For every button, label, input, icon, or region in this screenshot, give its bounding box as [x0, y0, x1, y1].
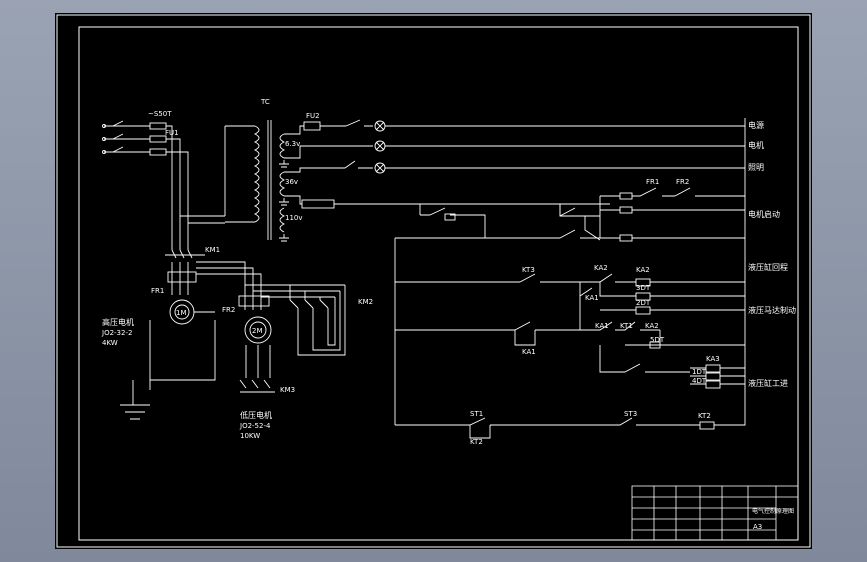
- label-motor2-power: 10KW: [240, 432, 260, 440]
- row-label-motor-start: 电机启动: [748, 209, 780, 219]
- label-ka2b: KA2: [636, 266, 650, 274]
- label-motor1-name: 高压电机: [102, 317, 134, 327]
- sheet-background: [55, 13, 812, 549]
- label-kt2: KT2: [470, 438, 483, 446]
- row-label-cylinder-feed: 液压缸工进: [748, 378, 788, 388]
- row-label-motor-brake: 液压马达制动: [748, 305, 796, 315]
- label-ka1c: KA1: [522, 348, 536, 356]
- label-1dt: 1DT: [692, 368, 707, 376]
- label-ka2: KA2: [594, 264, 608, 272]
- label-breaker: ~S50T: [148, 110, 172, 118]
- label-km2: KM2: [358, 298, 373, 306]
- label-fr2: FR2: [222, 306, 235, 314]
- label-ka1b: KA1: [595, 322, 609, 330]
- label-motor2: 2M: [252, 327, 263, 335]
- label-ka2c: KA2: [645, 322, 659, 330]
- label-ka3: KA3: [706, 355, 720, 363]
- outer-frame: [56, 14, 811, 548]
- row-label-lighting: 照明: [748, 163, 764, 172]
- label-fu1: FU1: [165, 129, 179, 137]
- label-st3: ST3: [624, 410, 637, 418]
- label-kt2b: KT2: [698, 412, 711, 420]
- label-3dt: 3DT: [636, 284, 651, 292]
- label-4dt: 4DT: [692, 377, 707, 385]
- label-st1: ST1: [470, 410, 483, 418]
- row-descriptions: 电源 电机 照明 电机启动 液压缸回程 液压马达制动 液压缸工进: [748, 120, 796, 388]
- label-km1: KM1: [205, 246, 220, 254]
- row-label-cylinder-return: 液压缸回程: [748, 262, 788, 272]
- label-fu2: FU2: [306, 112, 320, 120]
- label-km3: KM3: [280, 386, 295, 394]
- label-v36: 36v: [285, 178, 298, 186]
- label-motor1-model: JO2-32-2: [101, 329, 132, 337]
- diagram-labels: ~S50T FU1 TC FU2 6.3v 36v 110v KM1 FR1 F…: [101, 98, 720, 446]
- label-fr2b: FR2: [676, 178, 689, 186]
- label-2dt: 2DT: [636, 299, 651, 307]
- label-motor2-model: JO2-52-4: [239, 422, 271, 430]
- label-tc: TC: [260, 98, 270, 106]
- label-motor1-power: 4KW: [102, 339, 118, 347]
- label-kt3: KT3: [522, 266, 535, 274]
- inner-frame: [78, 26, 799, 541]
- label-motor2-name: 低压电机: [240, 410, 272, 420]
- title-block-text: 电气控制原理图 A3: [752, 507, 794, 531]
- label-ka1: KA1: [585, 294, 599, 302]
- label-fr1b: FR1: [646, 178, 659, 186]
- label-5dt: 5DT: [650, 336, 665, 344]
- title-block: [631, 485, 799, 541]
- label-v63: 6.3v: [285, 140, 300, 148]
- label-motor1: 1M: [176, 309, 187, 317]
- label-kt1: KT1: [620, 322, 633, 330]
- title-block-title: 电气控制原理图: [752, 507, 794, 515]
- label-v110: 110v: [285, 214, 303, 222]
- label-fr1: FR1: [151, 287, 164, 295]
- row-label-motor: 电机: [748, 140, 764, 150]
- circuit-wiring: [102, 118, 746, 439]
- title-block-size: A3: [753, 523, 762, 531]
- row-label-power: 电源: [748, 120, 764, 130]
